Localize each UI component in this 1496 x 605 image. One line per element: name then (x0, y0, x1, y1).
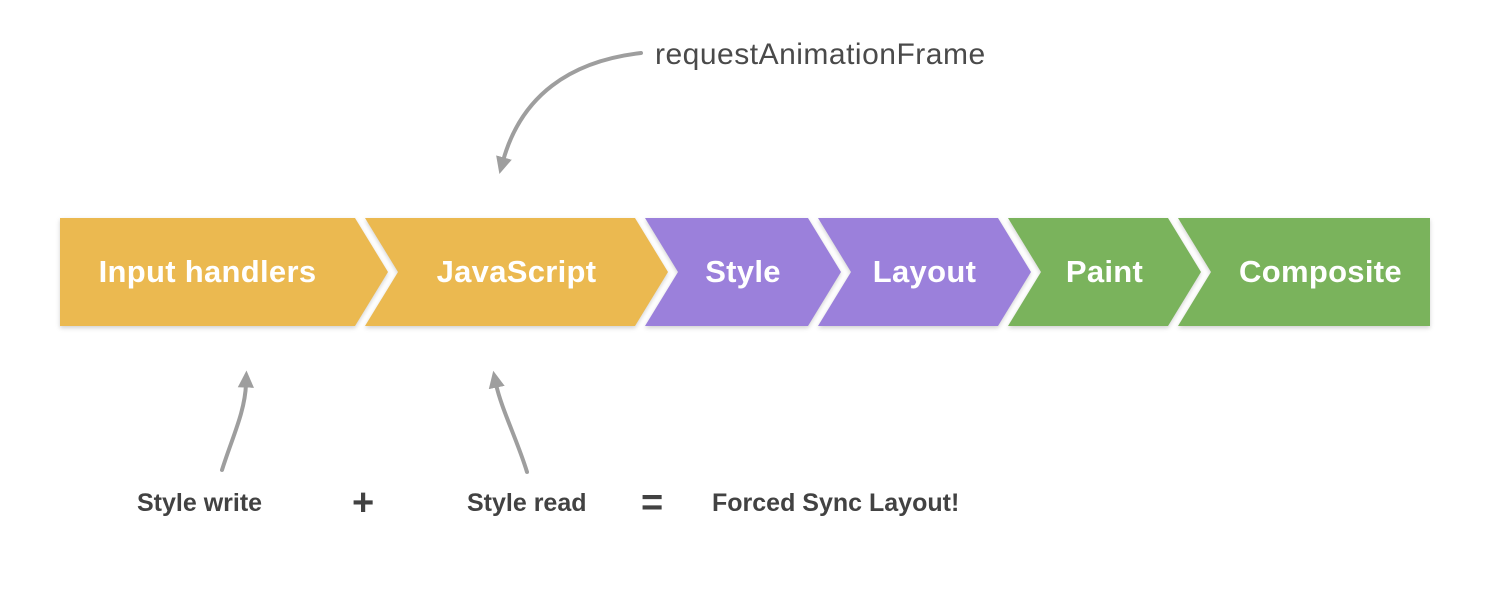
style-write-label: Style write (137, 489, 263, 517)
plus-sign: + (352, 482, 375, 524)
pipeline-segment-composite: Composite (1178, 218, 1430, 326)
pipeline-bar: Input handlers JavaScript Style Layout P… (0, 218, 1496, 326)
pipeline-segment-input-handlers: Input handlers (60, 218, 388, 326)
pipeline-segment-paint: Paint (1008, 218, 1201, 326)
forced-sync-layout-label: Forced Sync Layout! (712, 489, 960, 517)
segment-label: Style (705, 254, 781, 289)
style-read-arrow-icon (488, 370, 529, 474)
pipeline-segment-layout: Layout (818, 218, 1031, 326)
pipeline-segment-javascript: JavaScript (365, 218, 668, 326)
request-animation-frame-label: requestAnimationFrame (655, 38, 986, 71)
segment-label: Composite (1239, 254, 1402, 289)
equals-sign: = (641, 482, 664, 524)
segment-label: Paint (1065, 254, 1144, 289)
style-write-arrow-icon (220, 370, 254, 472)
segment-label: JavaScript (436, 254, 597, 289)
segment-label: Layout (872, 254, 977, 289)
segment-label: Input handlers (98, 254, 317, 289)
raf-curved-arrow-icon (496, 51, 643, 175)
style-read-label: Style read (467, 489, 587, 517)
pipeline-segment-style: Style (645, 218, 841, 326)
